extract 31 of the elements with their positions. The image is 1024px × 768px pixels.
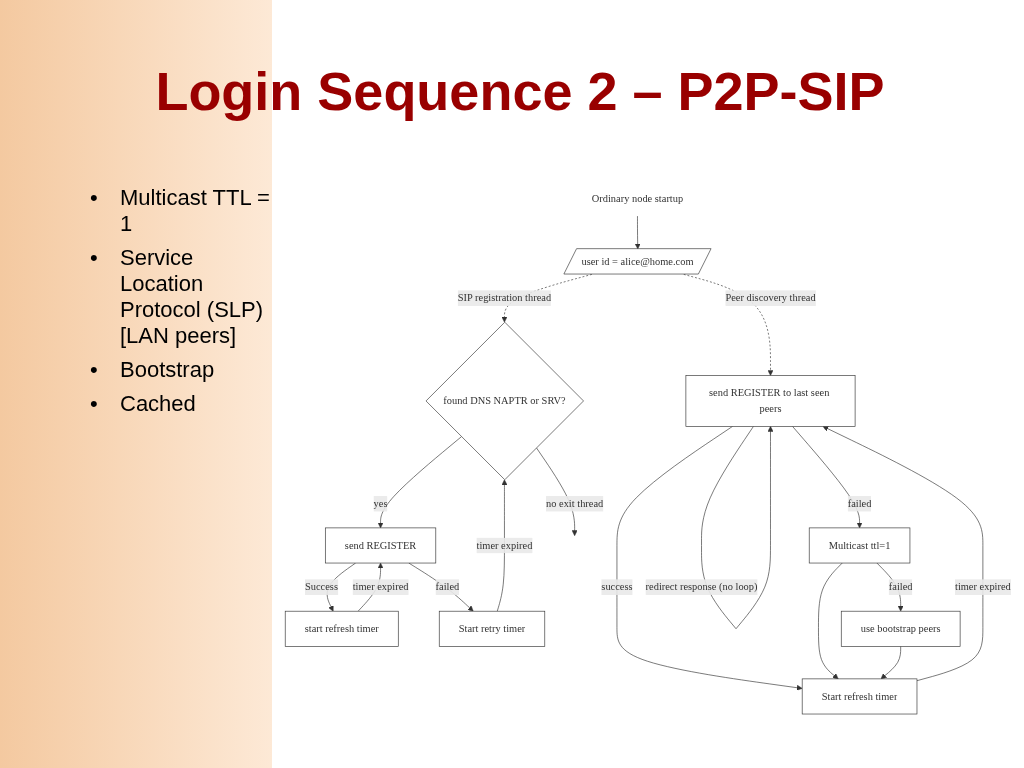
slide-title: Login Sequence 2 – P2P-SIP	[154, 60, 886, 122]
bullet-marker: •	[90, 391, 99, 417]
edge-label: yes	[373, 497, 388, 510]
bullet-text: Bootstrap	[120, 357, 215, 383]
edge-label: SIP registration thread	[457, 292, 552, 304]
edge-label: no exit thread	[546, 497, 604, 510]
edge-label: failed	[888, 581, 913, 593]
node-box: Start retry timer	[438, 610, 546, 647]
edge-label: failed	[435, 581, 460, 593]
edge-label: redirect response (no loop)	[645, 581, 758, 593]
node-box: Multicast ttl=1	[808, 527, 911, 564]
node-box: use bootstrap peers	[840, 610, 961, 647]
bullet-marker: •	[90, 185, 99, 212]
edge-label: timer expired	[352, 581, 409, 593]
edge-label: Success	[304, 581, 338, 593]
node-box: Start refresh timer	[801, 678, 918, 715]
edge-label: timer expired	[476, 539, 533, 551]
edge-label: timer expired	[954, 581, 1011, 593]
bullet-text: Service Location Protocol (SLP) [LAN peers]	[120, 245, 265, 349]
node-diamond: found DNS NAPTR or SRV?	[425, 321, 584, 481]
node-box: send REGISTER to last seen peers	[685, 375, 856, 427]
node-box: start refresh timer	[284, 610, 399, 647]
bullet-text: Cached	[120, 391, 196, 417]
bullet-marker: •	[90, 357, 99, 383]
node-box: send REGISTER	[325, 527, 437, 564]
bullet-text: Multicast TTL = 1	[120, 185, 271, 237]
edge-label: Peer discovery thread	[725, 292, 816, 304]
node-text: Ordinary node startup	[591, 192, 684, 204]
edge-label: success	[601, 581, 633, 593]
edge-label: failed	[847, 497, 872, 510]
bullet-marker: •	[90, 245, 99, 272]
